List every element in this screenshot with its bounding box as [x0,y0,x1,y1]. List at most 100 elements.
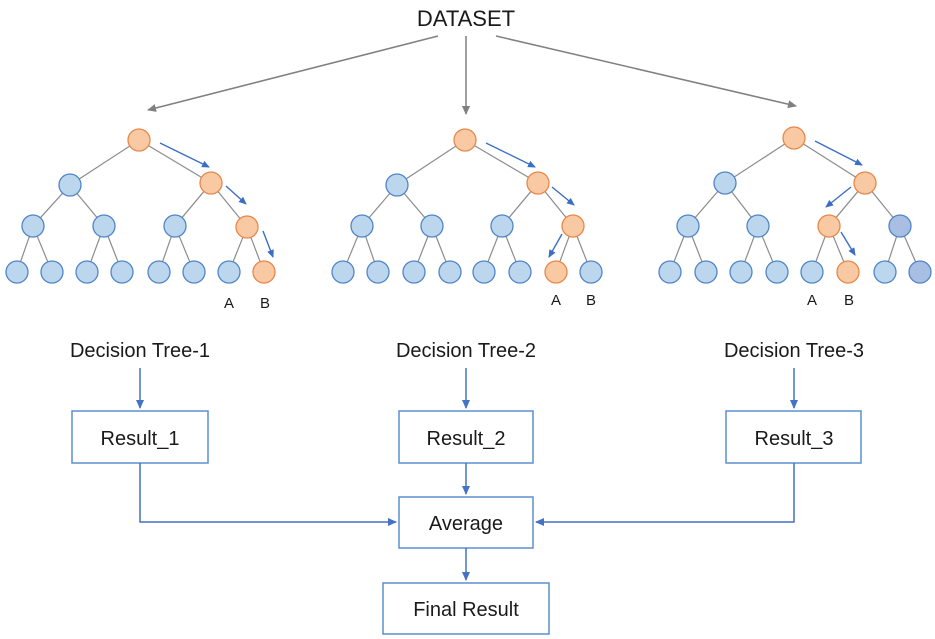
decision-tree-3-label: Decision Tree-3 [724,340,864,362]
tree-3-node-l3 [729,260,753,284]
tree-3-edge [815,236,826,262]
tree-2-node-l4 [438,260,462,284]
tree-3-path-arrow-2 [825,186,852,208]
tree-2-path-arrow-2 [551,186,575,206]
tree-2-edge [544,191,567,218]
tree-2-path-arrow-3 [548,233,563,258]
result-2-box [398,410,534,464]
tree-1-node-rrr-selected [235,215,259,239]
tree-2-edge [368,192,391,219]
tree-2-edge [365,236,375,262]
tree-3-node-rr-selected [853,171,877,195]
tree-1-node-l4 [110,260,134,284]
dataset-arrow-1 [147,35,439,112]
tree-3-edge [733,143,786,178]
tree-1-node-l3 [75,260,99,284]
result-3-to-average-connector [535,463,795,526]
tree-1-path-arrow-1 [159,142,210,168]
result-3-text: Result_3 [755,428,834,450]
tree-1-edge [76,193,98,218]
tree-2-edge [559,236,570,262]
tree-2-edge [474,145,529,178]
tree-3-path-arrow-1 [814,140,863,166]
tree-1-node-l7 [217,260,241,284]
tree-3-edge [802,143,857,178]
dataset-title: DATASET [417,6,515,31]
tree-1-edge [162,236,172,262]
final-result-text: Final Result [413,599,519,621]
tree-3-edge [835,191,859,218]
tree-3-node-ll [676,214,700,238]
tree-2-node-rr-selected [526,171,550,195]
tree-2-node-l7-selected [544,260,568,284]
tree-2-node-r-selected [453,128,477,152]
tree-2-edge [435,236,447,262]
tree-1-leaf-a-label: A [224,295,234,312]
tree-2-node-l5 [472,260,496,284]
tree-1-edge [178,235,191,263]
tree-3-leaf-b-label: B [844,292,854,309]
result-1-box [71,410,209,464]
tree-2-node-rrr-selected [561,214,585,238]
tree-1-node-rl [163,214,187,238]
tree-2-node-l [385,173,409,197]
tree-2-edge [417,236,429,262]
tree-3-node-l8 [908,260,932,284]
tree-3-edge [871,191,894,218]
tree-2-edge [576,236,588,262]
tree-3-node-l4 [765,260,789,284]
tree-3-node-l6-selected [836,260,860,284]
decision-tree-2-label: Decision Tree-2 [396,340,536,362]
tree-3-node-l2 [694,260,718,284]
tree-2-node-l2 [366,260,390,284]
result-1-to-average-connector [139,463,397,526]
tree-1-path-arrow-2 [225,185,247,205]
tree-3-edge [673,236,685,262]
tree-3-edge [744,236,755,262]
tree-1-edge [78,145,131,180]
tree-2-node-l1 [331,260,355,284]
tree-3-node-rrr [888,214,912,238]
tree-1-edge [232,236,244,263]
tree-1-node-l5 [147,260,171,284]
tree-3-edge [731,191,752,218]
tree-3-edge [694,190,719,219]
tree-1-edge [148,145,202,178]
result-1-text: Result_1 [101,428,180,450]
tree-2-edge [405,145,457,180]
tree-2-edge [508,191,532,218]
tree-3-edge [832,235,845,263]
tree-1-edge [181,191,205,218]
tree-1-edge [20,236,30,262]
tree-3-edge [903,235,917,263]
tree-1-path-arrow-3 [262,230,274,258]
tree-1-edge [217,191,241,219]
average-box [398,496,534,549]
tree-1-edge [107,236,119,262]
tree-2-node-lr [420,214,444,238]
tree-2-node-ll [350,214,374,238]
tree-2-node-l6 [508,260,532,284]
tree-3-node-l [713,171,737,195]
tree-1-node-lr [92,214,116,238]
decision-tree-3-graph [658,126,932,284]
tree-1-node-l1 [5,260,29,284]
tree-3-edge [887,236,898,262]
tree-1-node-l8-selected [252,260,276,284]
tree-3-node-lr [746,214,770,238]
tree-1-edge [36,235,49,263]
tree-2-path-arrow-1 [485,142,536,168]
tree-1-node-l2 [40,260,64,284]
tree-3-path-arrow-3 [840,231,856,256]
tree-3-node-r-selected [782,126,806,150]
tree-1-edge [39,192,64,219]
tree-2-leaf-b-label: B [586,292,596,309]
tree-2-node-rl [490,214,514,238]
tree-1-node-r-selected [127,128,151,152]
result-2-text: Result_2 [427,428,506,450]
tree-2-edge [346,235,359,263]
decision-tree-1-graph [5,128,276,284]
decision-tree-1-label: Decision Tree-1 [70,340,210,362]
